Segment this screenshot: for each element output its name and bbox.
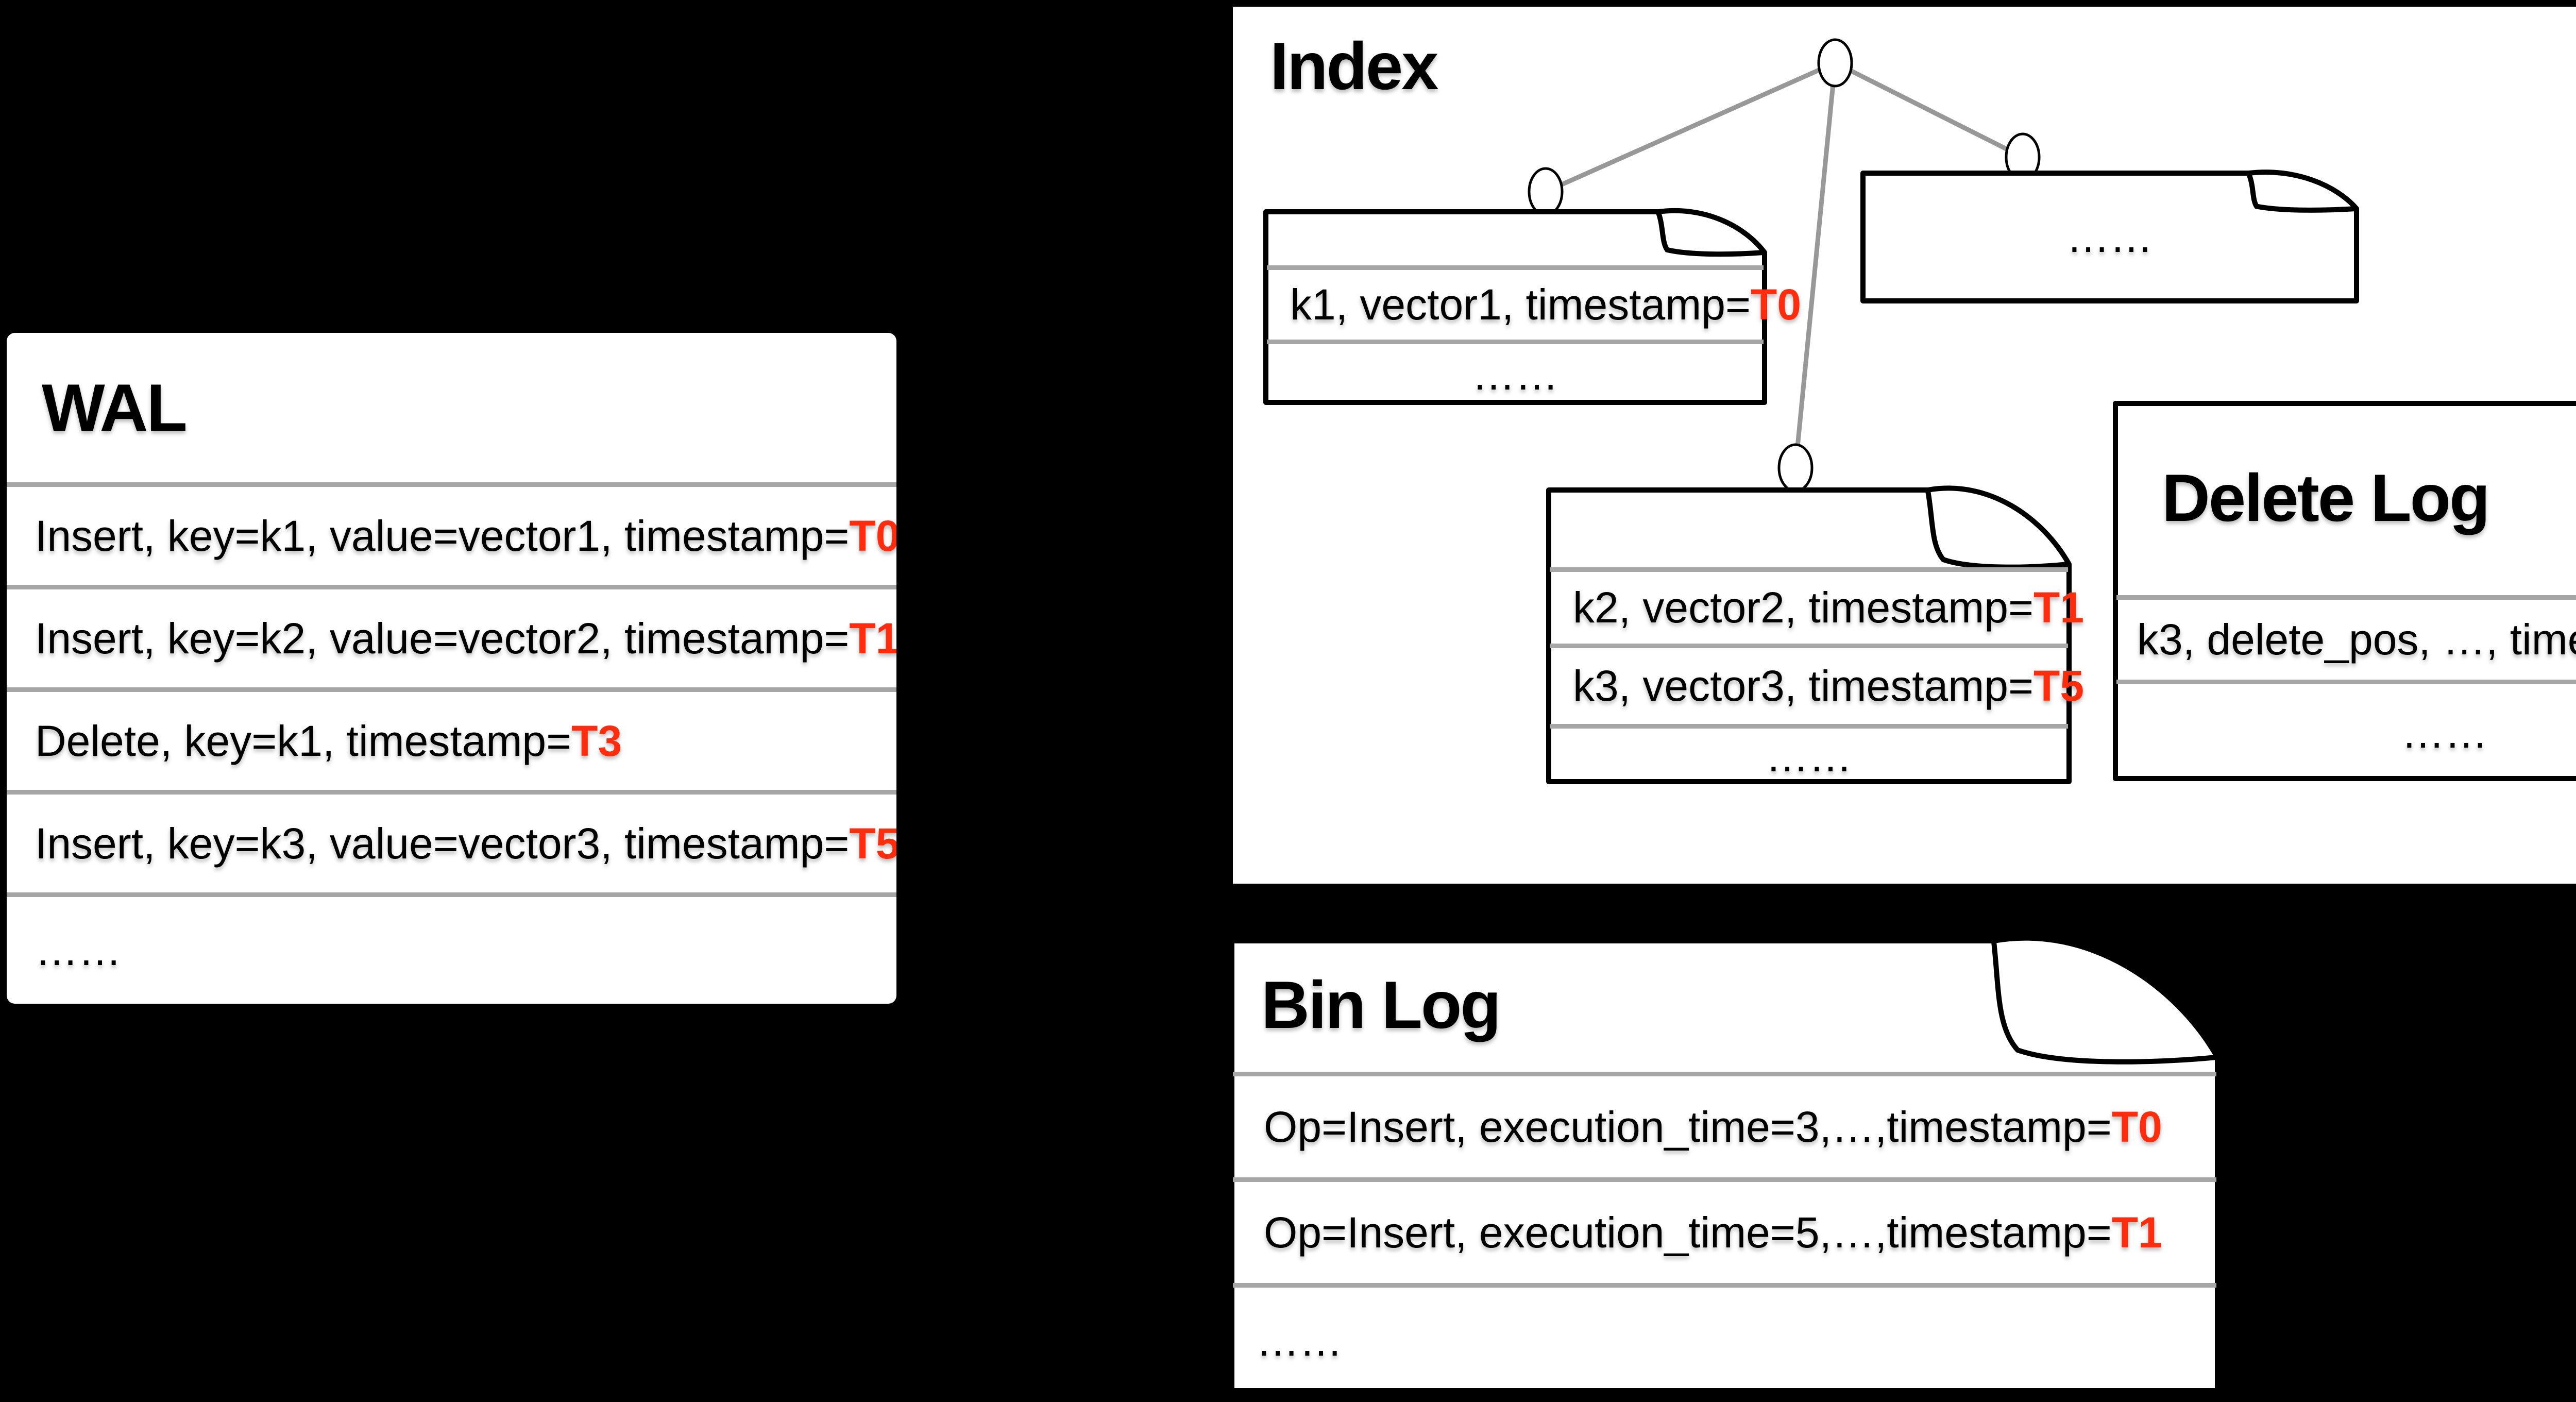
- segment-title-blank: [1550, 487, 2068, 567]
- timestamp-t0: T0: [1751, 280, 1802, 329]
- delete-log-title: Delete Log: [2162, 460, 2490, 535]
- segment-row-ellipsis: ……: [1267, 340, 1764, 406]
- index-segment-k2k3-doc: k2, vector2, timestamp=T1 k3, vector3, t…: [1546, 485, 2084, 785]
- page-curl-icon: [1263, 208, 1767, 405]
- index-segment-k1-doc: k1, vector1, timestamp=T0 ……: [1263, 208, 1801, 406]
- tree-node-root: [1817, 38, 1853, 88]
- bin-log-row-text: Op=Insert, execution_time=3,…,timestamp=: [1264, 1102, 2112, 1151]
- page-curl-icon: [1546, 485, 2072, 784]
- delete-log-doc: Delete Log k3, delete_pos, …, timestamp=…: [2112, 400, 2576, 782]
- segment-row-k1: k1, vector1, timestamp=T0: [1267, 265, 1801, 340]
- wal-row-insert-k2: Insert, key=k2, value=vector2, timestamp…: [7, 585, 896, 687]
- timestamp-t1: T1: [2111, 1208, 2162, 1257]
- bin-log-row-1: Op=Insert, execution_time=3,…,timestamp=…: [1233, 1072, 2216, 1177]
- page-curl-icon: [2113, 401, 2576, 781]
- tree-edge-root-left: [1545, 60, 1836, 194]
- wal-title: WAL: [42, 370, 188, 445]
- segment-k2k3-rows: k2, vector2, timestamp=T1 k3, vector3, t…: [1546, 487, 2084, 785]
- wal-row-text: Insert, key=k3, value=vector3, timestamp…: [35, 819, 850, 868]
- segment-more-rows: ……: [1860, 170, 2360, 304]
- segment-row-text: k1, vector1, timestamp=: [1290, 280, 1751, 329]
- wal-table: WAL Insert, key=k1, value=vector1, times…: [7, 333, 896, 1004]
- tree-edge-root-right: [1834, 60, 2024, 160]
- timestamp-t3: T3: [571, 716, 622, 765]
- timestamp-t1: T1: [849, 614, 896, 663]
- index-panel: Index k1, vector1, timestamp=T0 ……: [1233, 7, 2576, 884]
- wal-row-insert-k1: Insert, key=k1, value=vector1, timestamp…: [7, 482, 896, 585]
- wal-row-delete-k1: Delete, key=k1, timestamp=T3: [7, 687, 896, 790]
- segment-row-text: k3, vector3, timestamp=: [1573, 662, 2034, 710]
- delete-log-row: k3, delete_pos, …, timestamp=T3: [2116, 595, 2576, 680]
- index-title: Index: [1270, 28, 1439, 104]
- bin-log-rows: Bin Log Op=Insert, execution_time=3,…,ti…: [1229, 938, 2221, 1394]
- segment-row-k2: k2, vector2, timestamp=T1: [1550, 567, 2084, 644]
- wal-row-text: Delete, key=k1, timestamp=: [35, 716, 572, 765]
- index-segment-more-doc: ……: [1860, 170, 2360, 304]
- bin-log-row-2: Op=Insert, execution_time=5,…,timestamp=…: [1233, 1177, 2216, 1283]
- timestamp-t5: T5: [2033, 662, 2084, 710]
- page-curl-icon: [1229, 935, 2220, 1393]
- segment-row-ellipsis: ……: [2066, 212, 2153, 261]
- bin-log-doc: Bin Log Op=Insert, execution_time=3,…,ti…: [1229, 935, 2221, 1394]
- timestamp-t1: T1: [2033, 583, 2084, 632]
- tree-node-middle: [1777, 443, 1814, 493]
- wal-row-text: Insert, key=k2, value=vector2, timestamp…: [35, 614, 850, 663]
- segment-row-ellipsis: ……: [1550, 724, 2068, 785]
- index-tree: [1528, 38, 2041, 493]
- wal-row-text: Insert, key=k1, value=vector1, timestamp…: [35, 511, 850, 560]
- bin-log-ellipsis: ……: [1233, 1283, 2216, 1394]
- page-curl-icon: [1860, 170, 2359, 303]
- wal-row-ellipsis: ……: [7, 892, 896, 1004]
- tree-node-left: [1528, 167, 1564, 216]
- bin-log-title: Bin Log: [1261, 967, 1501, 1042]
- segment-row-text: k2, vector2, timestamp=: [1573, 583, 2034, 632]
- timestamp-t0: T0: [2111, 1102, 2162, 1151]
- tree-edge-root-middle: [1793, 62, 1838, 468]
- bin-log-row-text: Op=Insert, execution_time=5,…,timestamp=: [1264, 1208, 2112, 1257]
- segment-k1-rows: k1, vector1, timestamp=T0 ……: [1263, 209, 1801, 406]
- timestamp-t5: T5: [849, 819, 896, 868]
- segment-title-blank: [1267, 209, 1764, 265]
- delete-log-ellipsis: ……: [2116, 680, 2576, 782]
- segment-row-k3: k3, vector3, timestamp=T5: [1550, 644, 2084, 724]
- timestamp-t0: T0: [849, 511, 896, 560]
- delete-log-rows: Delete Log k3, delete_pos, …, timestamp=…: [2112, 400, 2576, 782]
- delete-log-row-text: k3, delete_pos, …, timestamp=: [2137, 615, 2576, 664]
- wal-row-insert-k3: Insert, key=k3, value=vector3, timestamp…: [7, 790, 896, 892]
